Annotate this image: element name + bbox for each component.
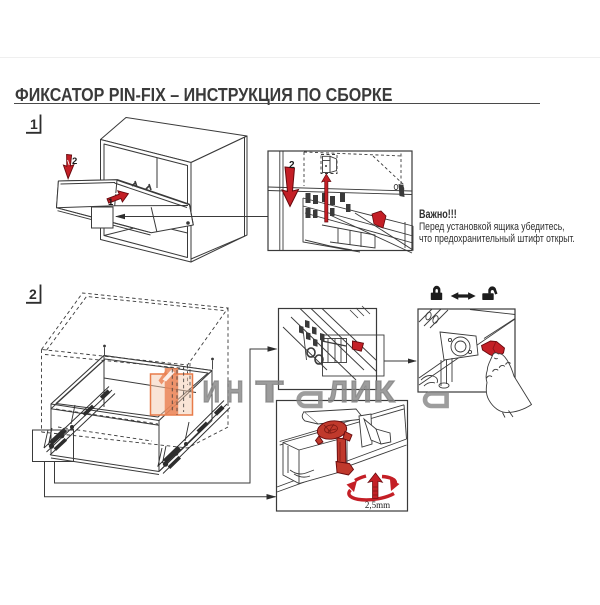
svg-text:2: 2: [29, 286, 37, 302]
svg-text:2: 2: [289, 160, 295, 171]
svg-text:Н: Н: [226, 375, 244, 409]
svg-text:1: 1: [108, 197, 114, 208]
svg-text:2: 2: [72, 156, 77, 167]
svg-text:И: И: [203, 375, 221, 409]
svg-text:И: И: [350, 375, 372, 409]
svg-text:2,5mm: 2,5mm: [365, 500, 390, 510]
svg-text:1: 1: [30, 116, 38, 132]
svg-text:Т: Т: [256, 375, 285, 409]
svg-text:Л: Л: [329, 375, 349, 409]
svg-text:К: К: [374, 375, 396, 409]
